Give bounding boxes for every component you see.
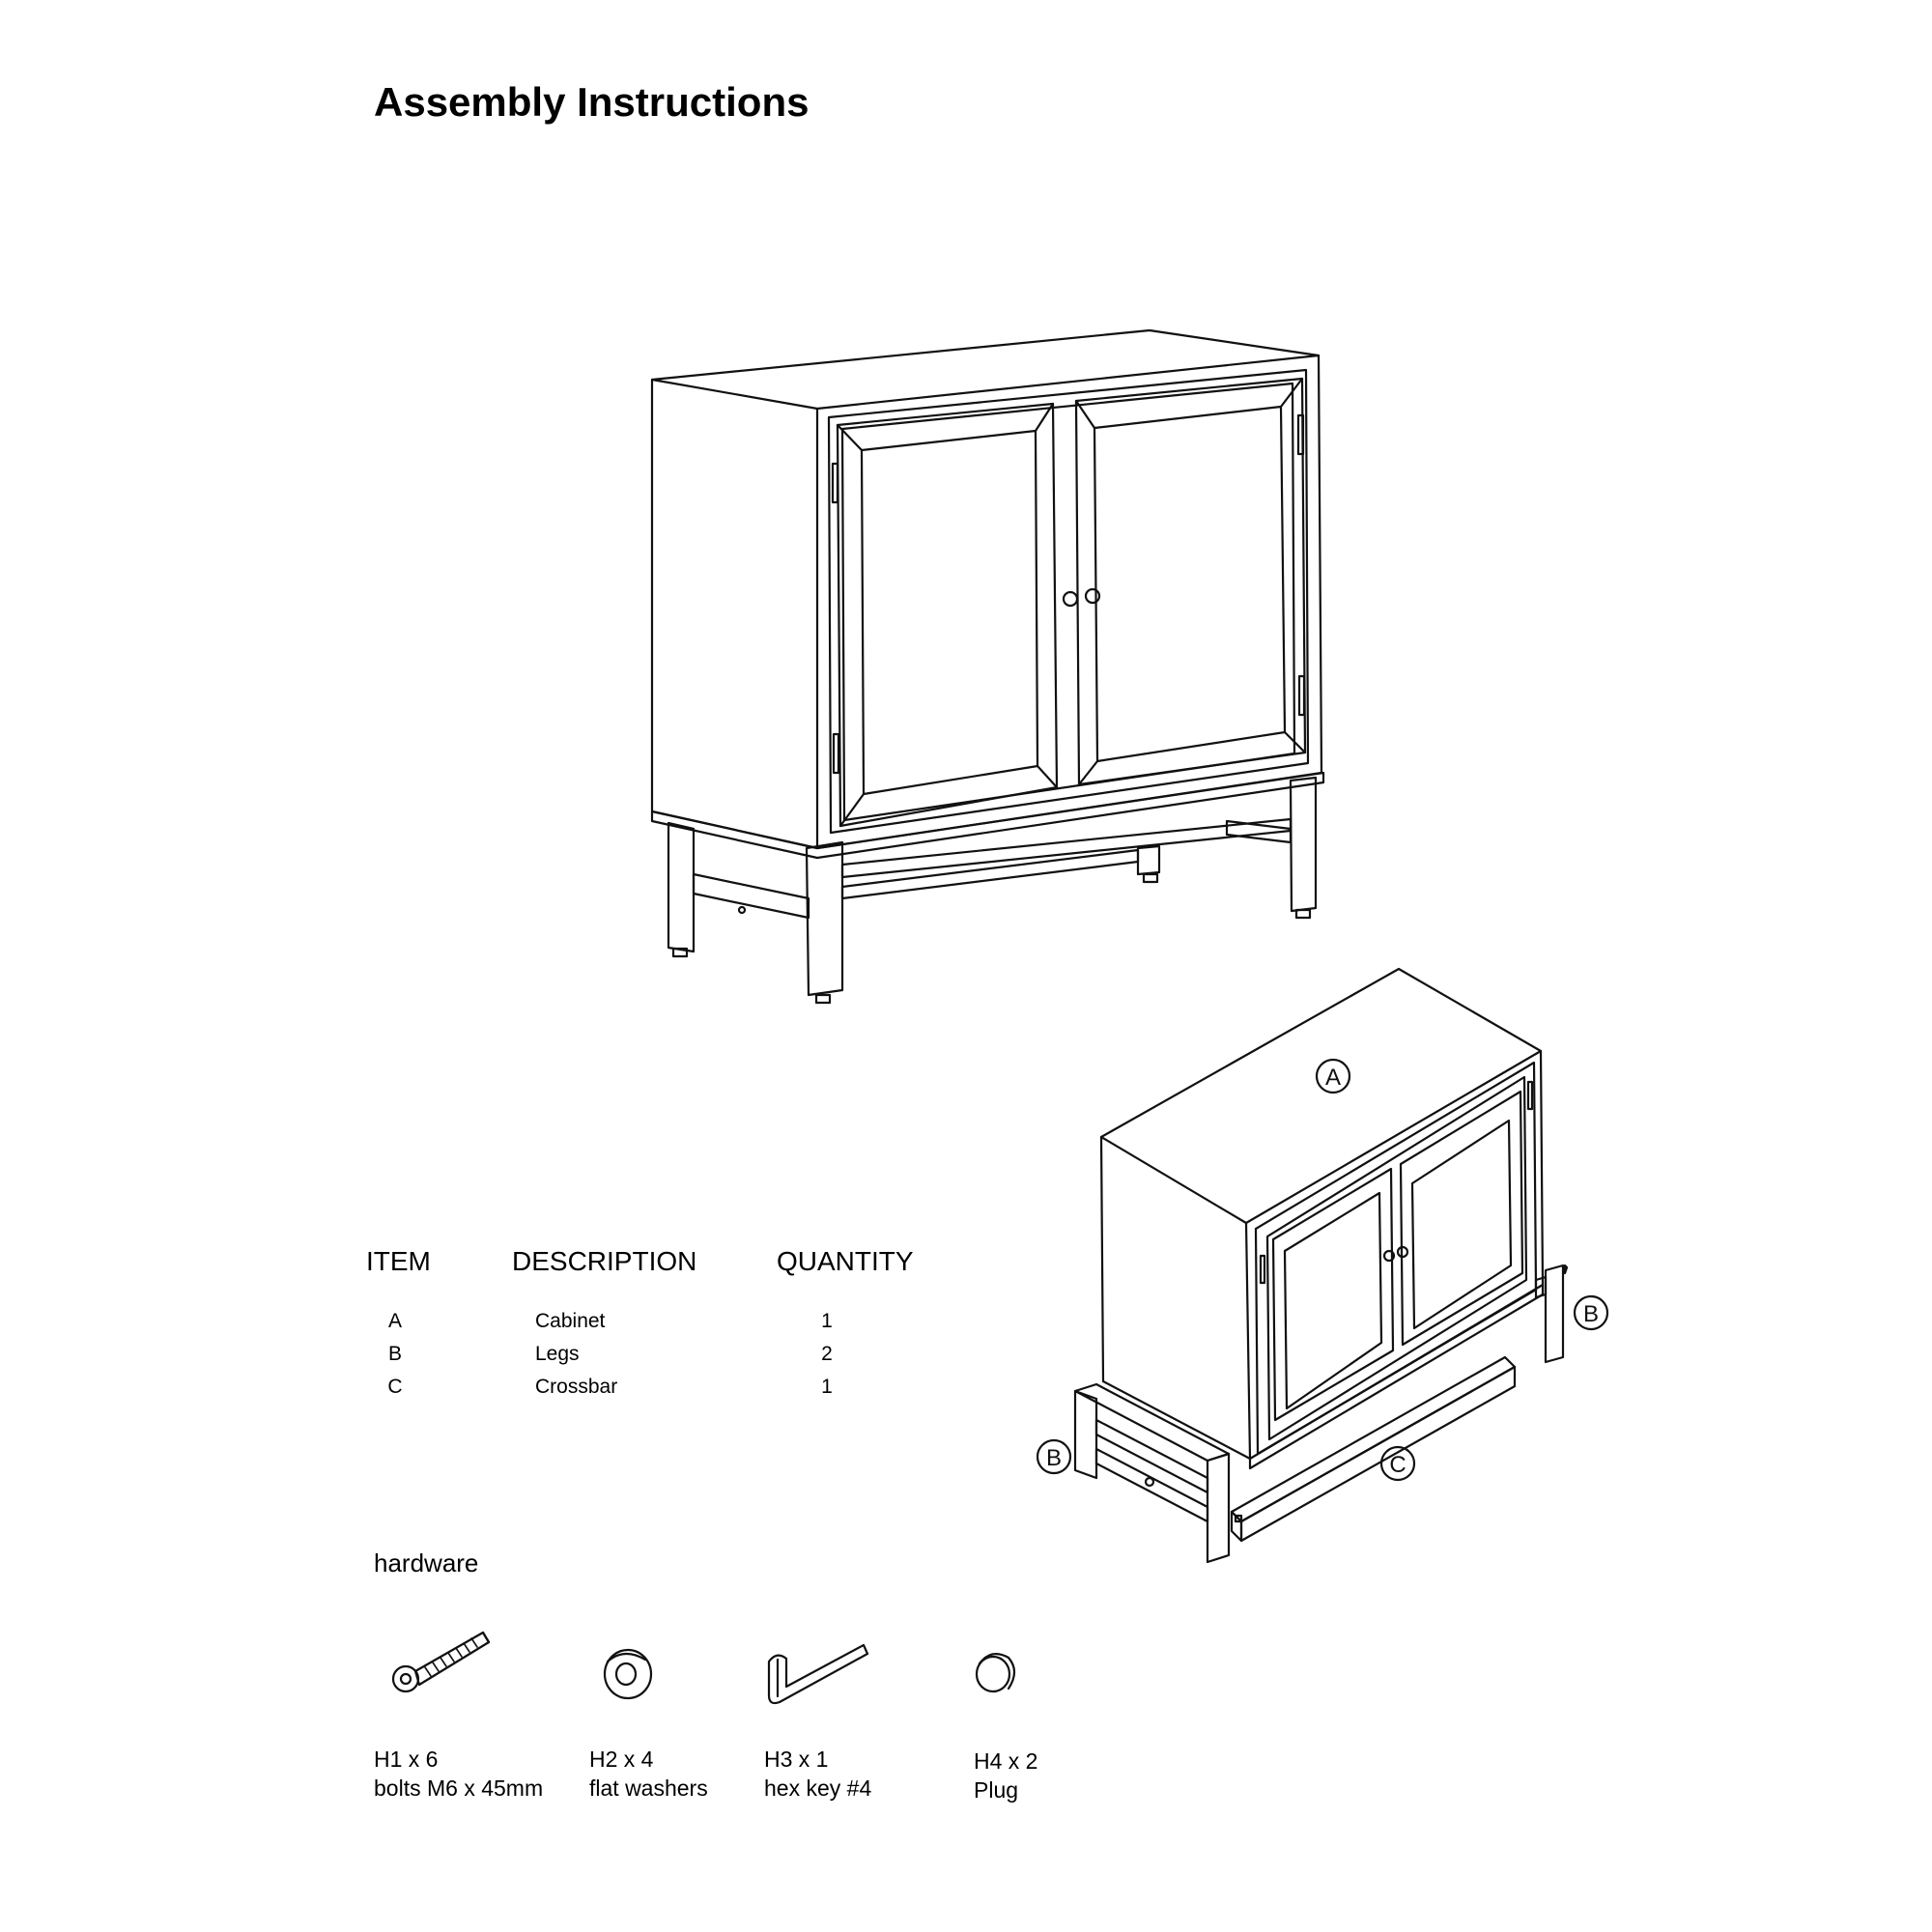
- table-row-c-quantity: 1: [821, 1376, 833, 1398]
- assembled-cabinet-drawing: [650, 328, 1325, 1005]
- hardware-h1-code: H1 x 6: [374, 1747, 439, 1772]
- hardware-item-h3: H3 x 1 hex key #4: [764, 1745, 871, 1803]
- table-header-quantity: QUANTITY: [777, 1246, 914, 1276]
- washer-icon: [603, 1648, 653, 1700]
- page-title: Assembly Instructions: [374, 79, 810, 125]
- table-row-b-item: B: [387, 1343, 402, 1365]
- hardware-h2-name: flat washers: [589, 1776, 708, 1801]
- hex-key-icon: [767, 1643, 869, 1705]
- hardware-title: hardware: [374, 1548, 479, 1577]
- hardware-h3-name: hex key #4: [764, 1776, 872, 1801]
- hardware-item-h2: H2 x 4 flat washers: [589, 1745, 708, 1803]
- hardware-h3-code: H3 x 1: [764, 1747, 829, 1772]
- hardware-h2-code: H2 x 4: [589, 1747, 654, 1772]
- exploded-view-drawing: [1073, 967, 1569, 1564]
- table-row-c-description: Crossbar: [535, 1376, 618, 1398]
- callout-b-right-label: B: [1583, 1301, 1599, 1327]
- callout-c-circle: [1379, 1445, 1416, 1482]
- table-row-a-item: A: [387, 1310, 402, 1332]
- callout-c-label: C: [1389, 1452, 1406, 1478]
- hardware-h1-name: bolts M6 x 45mm: [374, 1776, 544, 1801]
- table-header-description: DESCRIPTION: [512, 1246, 697, 1276]
- table-row-a-description: Cabinet: [535, 1310, 606, 1332]
- bolt-icon: [391, 1631, 491, 1693]
- hardware-h4-code: H4 x 2: [974, 1748, 1038, 1774]
- hardware-item-h4: H4 x 2 Plug: [974, 1747, 1037, 1804]
- table-row-a-quantity: 1: [821, 1310, 833, 1332]
- table-row-b-quantity: 2: [821, 1343, 833, 1365]
- hardware-h4-name: Plug: [974, 1777, 1019, 1803]
- table-row-b-description: Legs: [535, 1343, 580, 1365]
- callout-b-left-circle: [1036, 1438, 1072, 1475]
- callout-b-right-circle: [1573, 1294, 1609, 1331]
- callout-b-left-label: B: [1046, 1445, 1062, 1471]
- hardware-item-h1: H1 x 6 bolts M6 x 45mm: [374, 1745, 543, 1803]
- table-row-c-item: C: [387, 1376, 403, 1398]
- plug-icon: [975, 1653, 1016, 1693]
- callout-a-label: A: [1325, 1065, 1341, 1091]
- callout-a-circle: [1315, 1058, 1351, 1094]
- table-header-item: ITEM: [366, 1246, 431, 1276]
